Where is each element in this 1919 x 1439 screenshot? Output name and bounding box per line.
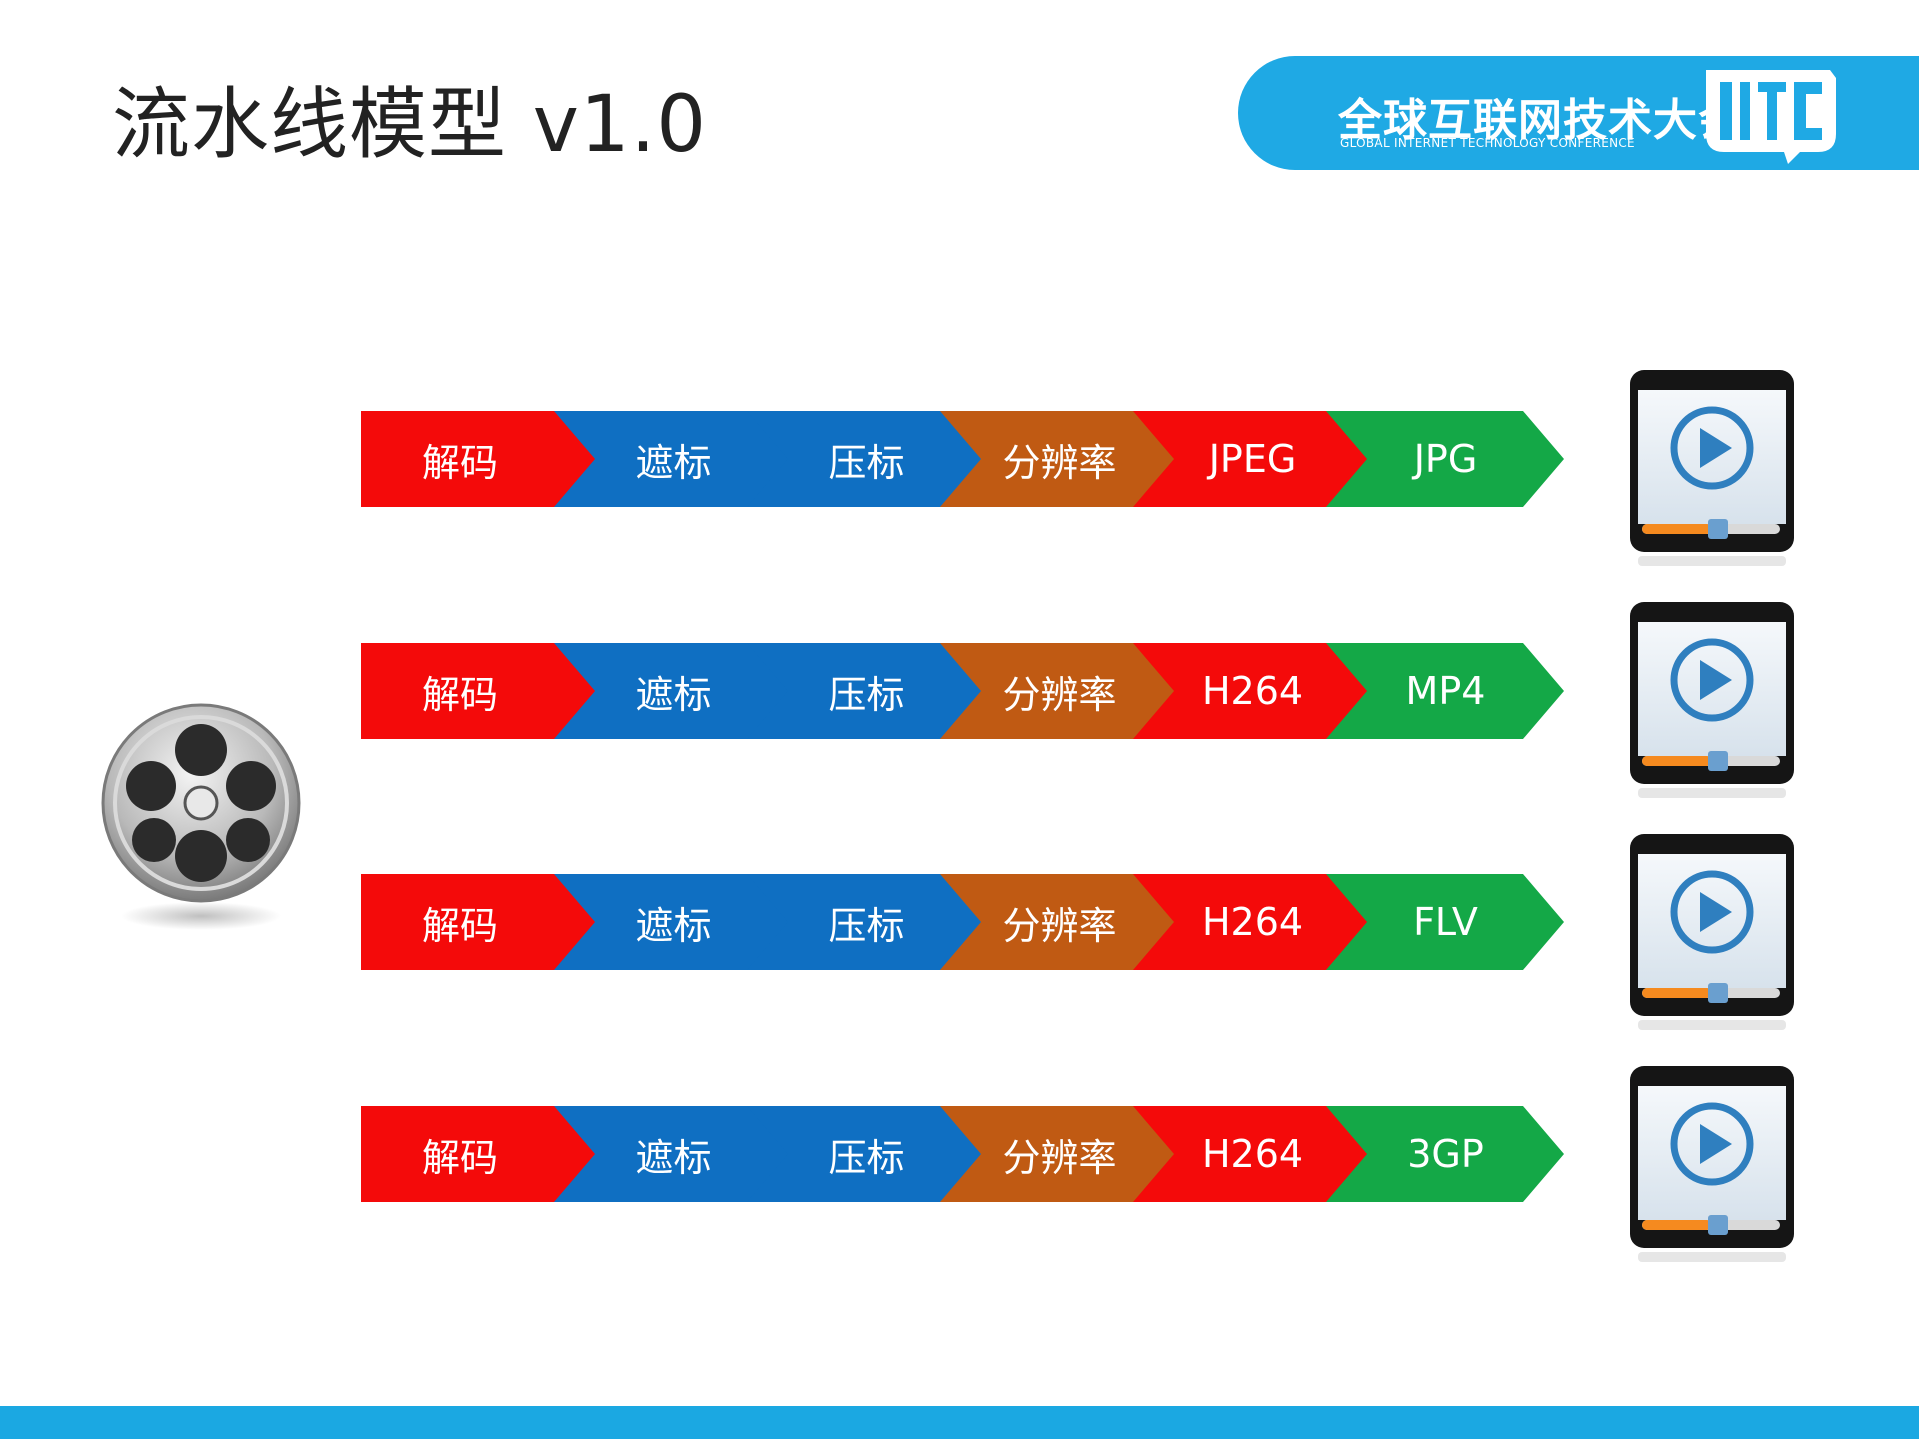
gitc-logo-mark xyxy=(1706,70,1836,164)
footer-bar xyxy=(0,1406,1919,1439)
page-title: 流水线模型 v1.0 xyxy=(112,80,708,170)
pipeline-stage: 解码 xyxy=(361,411,599,507)
pipeline-stage: 遮标 xyxy=(554,1106,792,1202)
pipeline-stage: 解码 xyxy=(361,643,599,739)
pipeline-stage: 分辨率 xyxy=(940,643,1178,739)
video-player-icon xyxy=(1628,368,1796,572)
conference-logo: 全球互联网技术大会 GLOBAL INTERNET TECHNOLOGY CON… xyxy=(1238,56,1919,170)
pipeline-stage: 解码 xyxy=(361,874,599,970)
pipeline-stage: 遮标 xyxy=(554,411,792,507)
video-player-icon xyxy=(1628,832,1796,1036)
video-player-icon xyxy=(1628,1064,1796,1268)
film-reel-icon xyxy=(101,703,301,930)
logo-english-text: GLOBAL INTERNET TECHNOLOGY CONFERENCE xyxy=(1340,136,1635,150)
video-player-icon xyxy=(1628,600,1796,804)
pipeline-stage: 解码 xyxy=(361,1106,599,1202)
logo-chinese-text: 全球互联网技术大会 xyxy=(1338,95,1743,146)
pipeline-stage: 遮标 xyxy=(554,643,792,739)
pipeline-stage: MP4 xyxy=(1326,643,1564,739)
